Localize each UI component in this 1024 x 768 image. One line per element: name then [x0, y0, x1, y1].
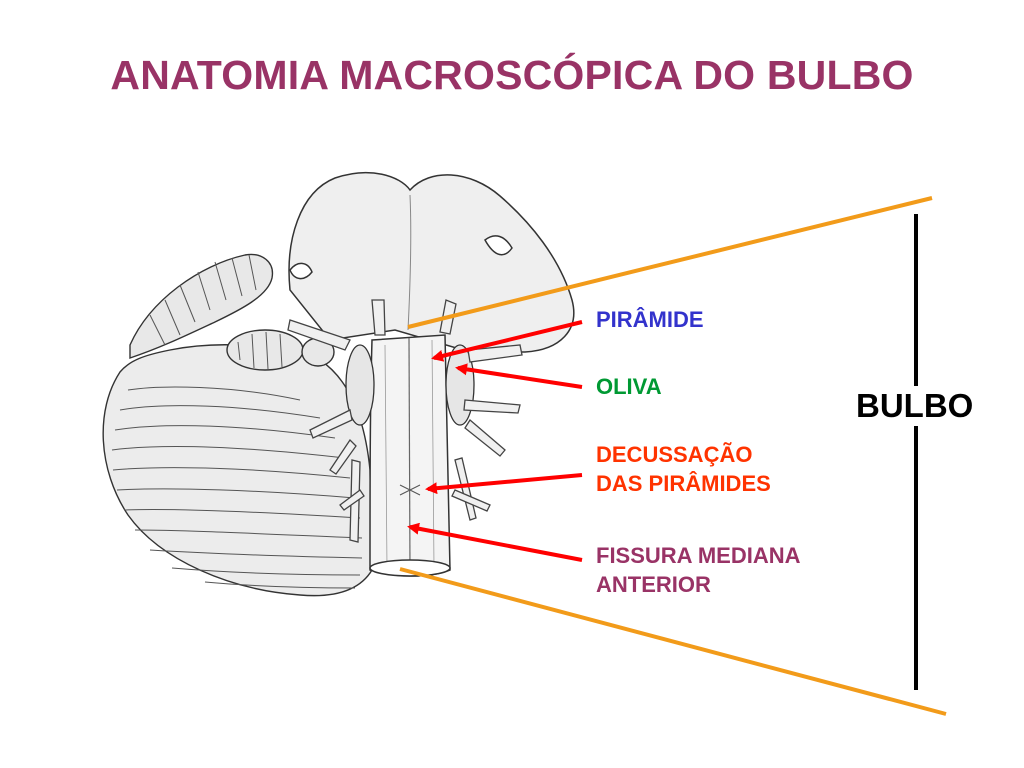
label-bulbo: BULBO	[854, 386, 976, 426]
zoom-line-top	[407, 196, 933, 329]
arrow-fissura	[407, 522, 583, 562]
slide-title: ANATOMIA MACROSCÓPICA DO BULBO	[110, 52, 914, 98]
cranial-nerves-drawing	[287, 299, 523, 543]
pons-drawing	[288, 171, 575, 353]
medulla-drawing	[369, 334, 451, 577]
arrow-decussacao	[425, 473, 583, 495]
label-fissura-line2: ANTERIOR	[596, 572, 711, 597]
cerebellum-drawing	[102, 344, 373, 597]
arrow-oliva	[455, 363, 583, 389]
label-decussacao: DECUSSAÇÃO DAS PIRÂMIDES	[596, 440, 771, 498]
label-fissura-line1: FISSURA MEDIANA	[596, 543, 801, 568]
label-decussacao-line1: DECUSSAÇÃO	[596, 442, 753, 467]
label-decussacao-line2: DAS PIRÂMIDES	[596, 471, 771, 496]
zoom-line-bottom	[399, 567, 947, 716]
label-piramide: PIRÂMIDE	[596, 307, 704, 332]
arrow-piramide	[431, 320, 583, 362]
label-oliva: OLIVA	[596, 374, 662, 399]
cerebellar-folia-drawing	[129, 253, 335, 371]
label-fissura: FISSURA MEDIANA ANTERIOR	[596, 541, 801, 599]
